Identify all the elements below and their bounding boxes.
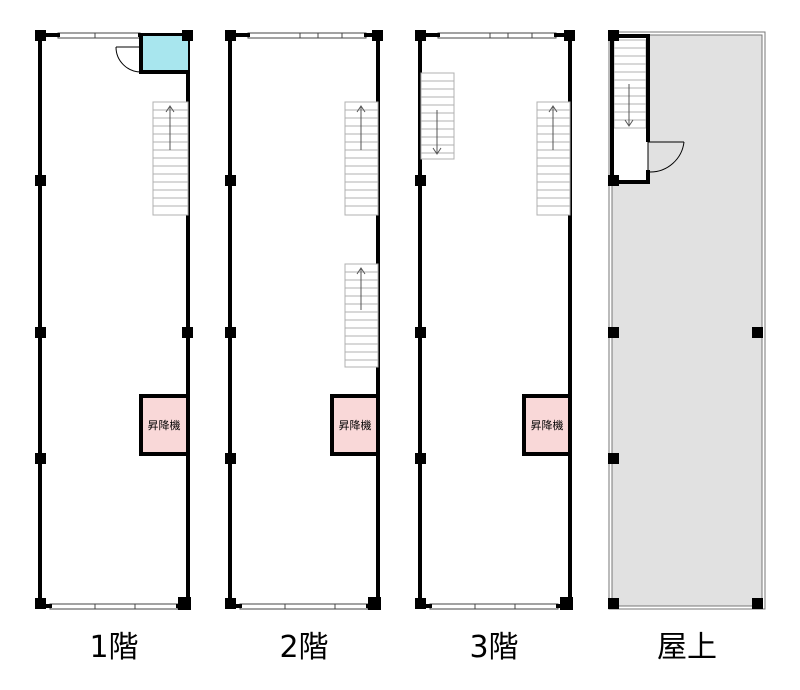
- floor-label-2f: 2階: [279, 630, 329, 665]
- elevator-label: 昇降機: [148, 418, 181, 432]
- columns: [35, 30, 193, 610]
- elevator-label: 昇降機: [339, 418, 372, 432]
- floor-label-1f: 1階: [89, 630, 139, 665]
- columns: [608, 30, 763, 609]
- floor-2-plan: 昇降機: [225, 30, 383, 610]
- columns: [415, 30, 575, 610]
- floor-1-plan: 昇降機: [35, 30, 193, 610]
- floor-label-3f: 3階: [469, 630, 519, 665]
- floor-label-roof: 屋上: [657, 630, 717, 665]
- window: [247, 32, 367, 39]
- door: [647, 141, 685, 173]
- roof-plan: [608, 30, 766, 610]
- stairs: [152, 101, 189, 216]
- floor-3-plan: 昇降機: [415, 30, 575, 610]
- stairs: [613, 39, 647, 129]
- window: [57, 32, 141, 39]
- exterior-wall: [228, 33, 250, 608]
- stairs: [536, 101, 571, 216]
- elevator-label: 昇降機: [531, 418, 564, 432]
- stairs: [344, 263, 379, 368]
- exterior-wall: [38, 33, 60, 608]
- window: [429, 603, 559, 610]
- window: [49, 603, 179, 610]
- columns: [225, 30, 383, 610]
- stairs: [420, 72, 455, 160]
- wc-room: [141, 36, 188, 72]
- elevator: 昇降機: [522, 394, 572, 456]
- stairs: [344, 101, 379, 216]
- elevator: 昇降機: [330, 394, 380, 456]
- window: [239, 603, 369, 610]
- window: [437, 32, 557, 39]
- door: [115, 46, 142, 73]
- elevator: 昇降機: [139, 394, 190, 456]
